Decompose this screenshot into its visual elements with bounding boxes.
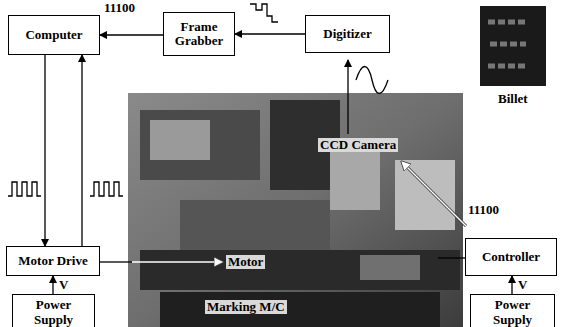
billet-photo (480, 6, 546, 86)
node-label: Frame Grabber (168, 20, 230, 49)
text-label: CCD Camera (318, 138, 398, 152)
node-label: Digitizer (323, 27, 371, 41)
connector-arrow (52, 276, 53, 294)
pulse-train (8, 182, 41, 196)
controller-wire (438, 257, 465, 258)
node-text-group: Digitizer (323, 27, 371, 41)
motor-pointer (132, 261, 222, 263)
process-box: Power Supply (470, 294, 555, 327)
node-text-group: Motor Drive (18, 254, 87, 268)
node-label: Controller (482, 250, 540, 264)
analog-signal-symbol (356, 67, 388, 94)
camera-pointer (402, 162, 466, 226)
process-box: Power Supply (12, 294, 95, 327)
process-box: Computer (8, 15, 100, 55)
node-text-group: Controller (482, 250, 540, 264)
node-text-group: Power Supply (485, 298, 541, 327)
connector-arrow (511, 276, 512, 294)
process-box: Frame Grabber (163, 12, 235, 56)
text-label: Motor (226, 255, 265, 269)
process-box: Digitizer (305, 15, 390, 53)
connector-arrow (235, 33, 305, 34)
node-text-group: Frame Grabber (168, 20, 230, 49)
node-label: Computer (25, 28, 82, 42)
node-label: Power Supply (26, 298, 82, 327)
text-label: Marking M/C (205, 300, 287, 314)
node-text-group: Computer (25, 28, 82, 42)
node-label: Motor Drive (18, 254, 87, 268)
motor-wire (100, 261, 132, 262)
signal-label: V (517, 278, 528, 292)
signal-label: V (58, 278, 69, 292)
text-label: 11100 (102, 1, 137, 15)
digital-signal-symbol (250, 4, 278, 22)
camera-pointer (402, 162, 466, 226)
connector-arrow (81, 55, 82, 246)
text-label: Billet (496, 92, 530, 106)
process-box: Controller (465, 238, 557, 276)
text-label: 11100 (466, 203, 501, 217)
connector-arrow (44, 55, 45, 246)
node-text-group: Power Supply (26, 298, 82, 327)
process-box: Motor Drive (6, 246, 100, 276)
machine-photo (128, 93, 463, 327)
camera-wire (347, 60, 348, 134)
pulse-train (90, 182, 123, 196)
node-label: Power Supply (485, 298, 541, 327)
connector-arrow (100, 34, 163, 35)
